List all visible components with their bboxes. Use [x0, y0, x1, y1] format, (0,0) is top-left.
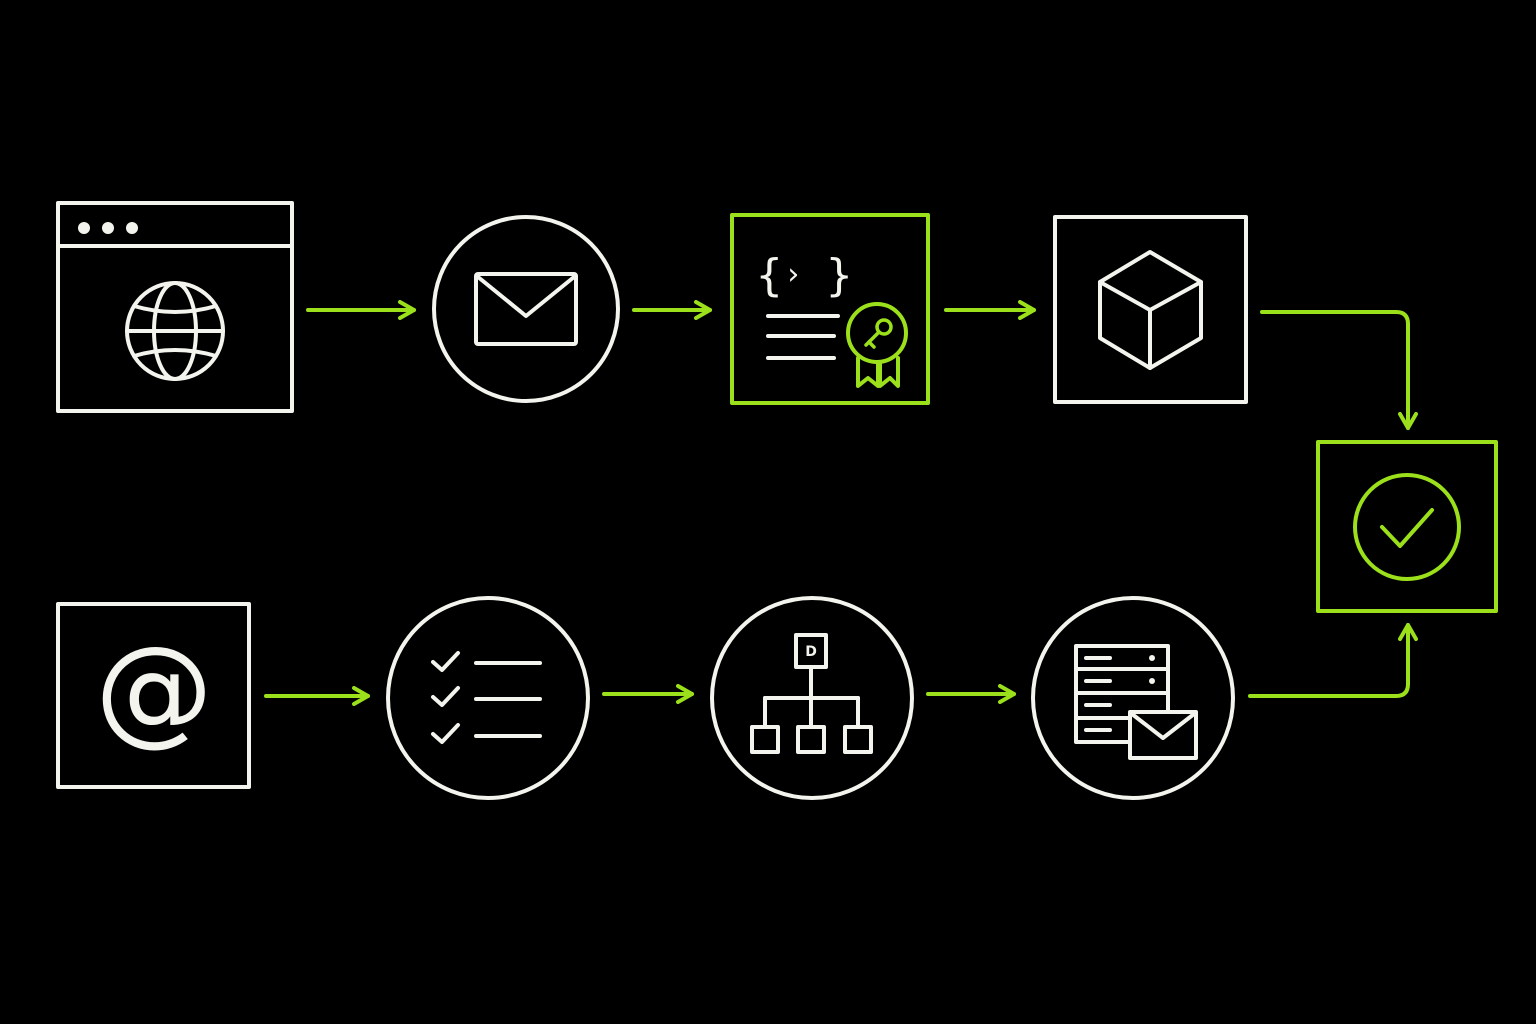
email-address-node-frame: [56, 602, 251, 789]
email-node-frame: [432, 215, 620, 403]
arrow-server-to-verified: [1248, 623, 1418, 698]
signed-document-node: { › }: [730, 213, 930, 405]
mail-server-node-frame: [1031, 596, 1235, 800]
certificate-key-icon: [846, 302, 908, 388]
code-brace-close: }: [826, 250, 853, 301]
checklist-node: [386, 596, 590, 800]
text-lines-icon: [766, 314, 840, 360]
envelope-icon: [474, 272, 578, 346]
package-node: [1053, 215, 1248, 404]
check-circle-icon: [1353, 473, 1461, 581]
hierarchy-node-frame: [710, 596, 914, 800]
email-node: [432, 215, 620, 403]
code-chevron: ›: [784, 257, 802, 292]
checklist-icon: [431, 651, 542, 744]
org-chart-icon: D: [750, 633, 873, 754]
email-address-node: @: [56, 602, 251, 789]
cube-icon: [1098, 250, 1203, 370]
hierarchy-node: D: [710, 596, 914, 800]
package-node-frame: [1053, 215, 1248, 404]
globe-icon: [125, 281, 225, 381]
mail-server-node: [1031, 596, 1235, 800]
website-node-frame: [56, 201, 294, 413]
verified-node: [1316, 440, 1498, 613]
verified-node-frame: [1316, 440, 1498, 613]
browser-dot-icon: [102, 222, 114, 234]
server-mail-icon: [1074, 644, 1198, 760]
browser-dot-icon: [78, 222, 90, 234]
checklist-node-frame: [386, 596, 590, 800]
website-node: [56, 201, 294, 413]
browser-dot-icon: [126, 222, 138, 234]
code-brace-open: {: [756, 250, 783, 301]
arrow-package-to-verified: [1260, 310, 1418, 430]
hierarchy-root-label: D: [805, 644, 817, 660]
signed-document-node-frame: [730, 213, 930, 405]
at-sign-icon: @: [95, 620, 213, 758]
